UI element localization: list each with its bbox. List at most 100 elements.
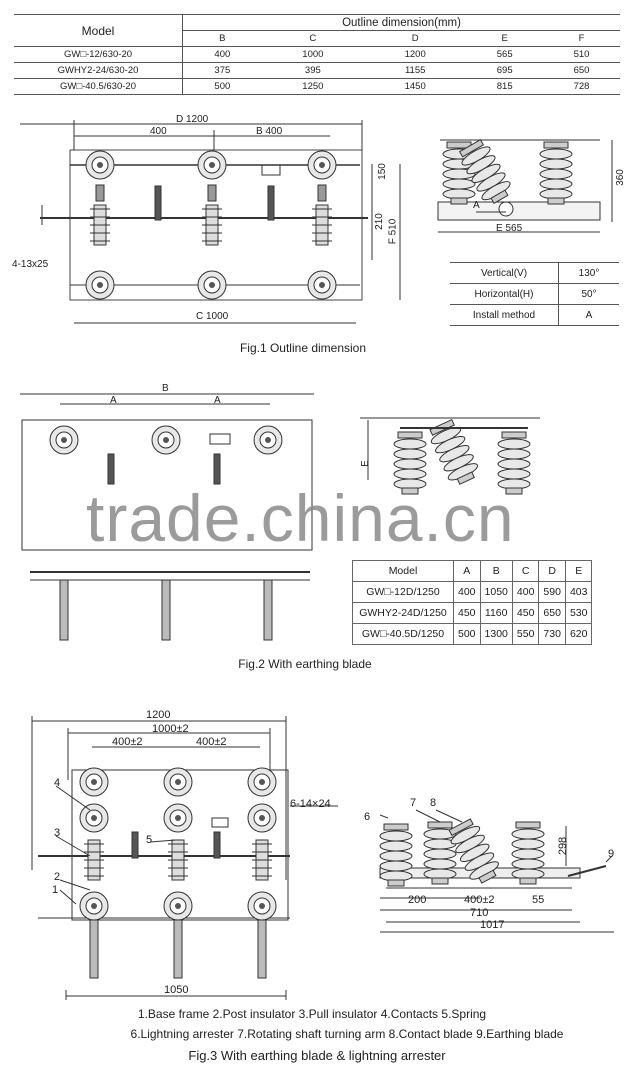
value-cell: 550: [511, 623, 540, 645]
table-row: Vertical(V) 130°: [450, 262, 619, 284]
holes-label: 6-14×24: [290, 798, 331, 810]
value-cell: 500: [453, 623, 481, 645]
angle-table: Vertical(V) 130° Horizontal(H) 50° Insta…: [450, 262, 619, 326]
table-row: GW□-12D/1250 400 1050 400 590 403: [352, 581, 593, 603]
angle-label: Vertical(V): [450, 262, 559, 284]
dim-210: 210: [373, 213, 385, 230]
col-header: F: [543, 30, 620, 47]
value-cell: 1160: [479, 602, 513, 624]
dim-360: 360: [614, 169, 626, 186]
part-8-label: 8: [430, 797, 437, 809]
value-cell: 1300: [479, 623, 513, 645]
dim-400-left: 400±2: [112, 736, 143, 748]
dim-55: 55: [532, 894, 545, 906]
value-cell: 510: [543, 46, 620, 63]
value-cell: 530: [564, 602, 593, 624]
value-cell: 1155: [364, 62, 467, 79]
dim-400-right: 400±2: [196, 736, 227, 748]
model-header: Model: [14, 14, 183, 47]
part-3-label: 3: [54, 827, 61, 839]
value-cell: 1000: [261, 46, 365, 63]
value-cell: 1250: [261, 78, 365, 95]
angle-value: 130°: [558, 262, 619, 284]
value-cell: 620: [564, 623, 593, 645]
dim-1000: 1000±2: [152, 723, 189, 735]
part-7-label: 7: [410, 797, 417, 809]
value-cell: 450: [453, 602, 481, 624]
fig2-front-view: [20, 393, 314, 641]
dim-b: B 400: [256, 126, 283, 137]
fig2-side-view: [360, 417, 540, 495]
table-row: Install method A: [450, 304, 619, 326]
part-4-label: 4: [54, 777, 61, 789]
dimension-header: Outline dimension(mm): [182, 14, 620, 31]
part-5-label: 5: [146, 834, 153, 846]
dim-a: A: [110, 395, 117, 406]
fig3-caption: Fig.3 With earthing blade & lightning ar…: [188, 1048, 446, 1063]
fig2-caption: Fig.2 With earthing blade: [238, 657, 372, 671]
dim-200: 200: [408, 894, 427, 906]
dim-e: E 565: [496, 223, 523, 234]
model-cell: GW□-40.5D/1250: [352, 623, 454, 645]
table-row: GW□-40.5D/1250 500 1300 550 730 620: [352, 623, 593, 645]
angle-value: 50°: [558, 283, 619, 305]
model-cell: GW□-12/630-20: [14, 46, 183, 63]
value-cell: 400: [182, 46, 262, 63]
dim-b: B: [162, 383, 169, 394]
col-header: E: [466, 30, 544, 47]
dim-400: 400±2: [464, 894, 495, 906]
value-cell: 375: [182, 62, 262, 79]
dim-d: D 1200: [176, 114, 209, 125]
value-cell: 730: [538, 623, 566, 645]
col-header: D: [538, 560, 566, 582]
value-cell: 695: [466, 62, 544, 79]
value-cell: 403: [564, 581, 593, 603]
table-row: GW□-12/630-20 400 1000 1200 565 510: [14, 46, 620, 63]
table-row: GW□-40.5/630-20 500 1250 1450 815 728: [14, 78, 620, 95]
dim-c: C 1000: [196, 311, 229, 322]
outline-dimension-table: Model Outline dimension(mm) B C D E F GW…: [14, 14, 620, 95]
model-cell: GW□-40.5/630-20: [14, 78, 183, 95]
model-cell: GWHY2-24D/1250: [352, 602, 454, 624]
dim-f: F 510: [387, 218, 399, 245]
dim-400: 400: [150, 126, 167, 137]
value-cell: 565: [466, 46, 544, 63]
fig1-caption: Fig.1 Outline dimension: [239, 341, 367, 355]
col-header: E: [564, 560, 593, 582]
dim-a: A: [473, 200, 480, 211]
table-row: Horizontal(H) 50°: [450, 283, 619, 305]
model-cell: GW□-12D/1250: [352, 581, 454, 603]
part-6-label: 6: [364, 811, 371, 823]
col-header: Model: [352, 560, 454, 582]
angle-label: Install method: [450, 304, 559, 326]
legend-line-1: 1.Base frame 2.Post insulator 3.Pull ins…: [137, 1007, 487, 1021]
fig3-front-view: [31, 716, 338, 1000]
value-cell: 1050: [479, 581, 513, 603]
value-cell: 395: [261, 62, 365, 79]
angle-value: A: [558, 304, 619, 326]
dim-150: 150: [376, 163, 388, 180]
value-cell: 400: [453, 581, 481, 603]
value-cell: 400: [511, 581, 540, 603]
col-header: C: [261, 30, 365, 47]
dim-1050: 1050: [164, 984, 189, 996]
dim-1200: 1200: [146, 709, 171, 721]
dim-298: 298: [557, 836, 570, 856]
fig1-front-view: [20, 120, 401, 324]
table-row: GWHY2-24D/1250 450 1160 450 650 530: [352, 602, 593, 624]
table-header-row: Model A B C D E: [352, 560, 593, 582]
value-cell: 650: [538, 602, 566, 624]
model-cell: GWHY2-24/630-20: [14, 62, 183, 79]
value-cell: 815: [466, 78, 544, 95]
dim-a: A: [214, 395, 221, 406]
table-row: GWHY2-24/630-20 375 395 1155 695 650: [14, 62, 620, 79]
value-cell: 500: [182, 78, 262, 95]
dim-710: 710: [470, 907, 489, 919]
value-cell: 650: [543, 62, 620, 79]
value-cell: 450: [511, 602, 540, 624]
part-9-label: 9: [608, 848, 615, 860]
col-header: C: [511, 560, 540, 582]
col-header: D: [364, 30, 467, 47]
value-cell: 728: [543, 78, 620, 95]
